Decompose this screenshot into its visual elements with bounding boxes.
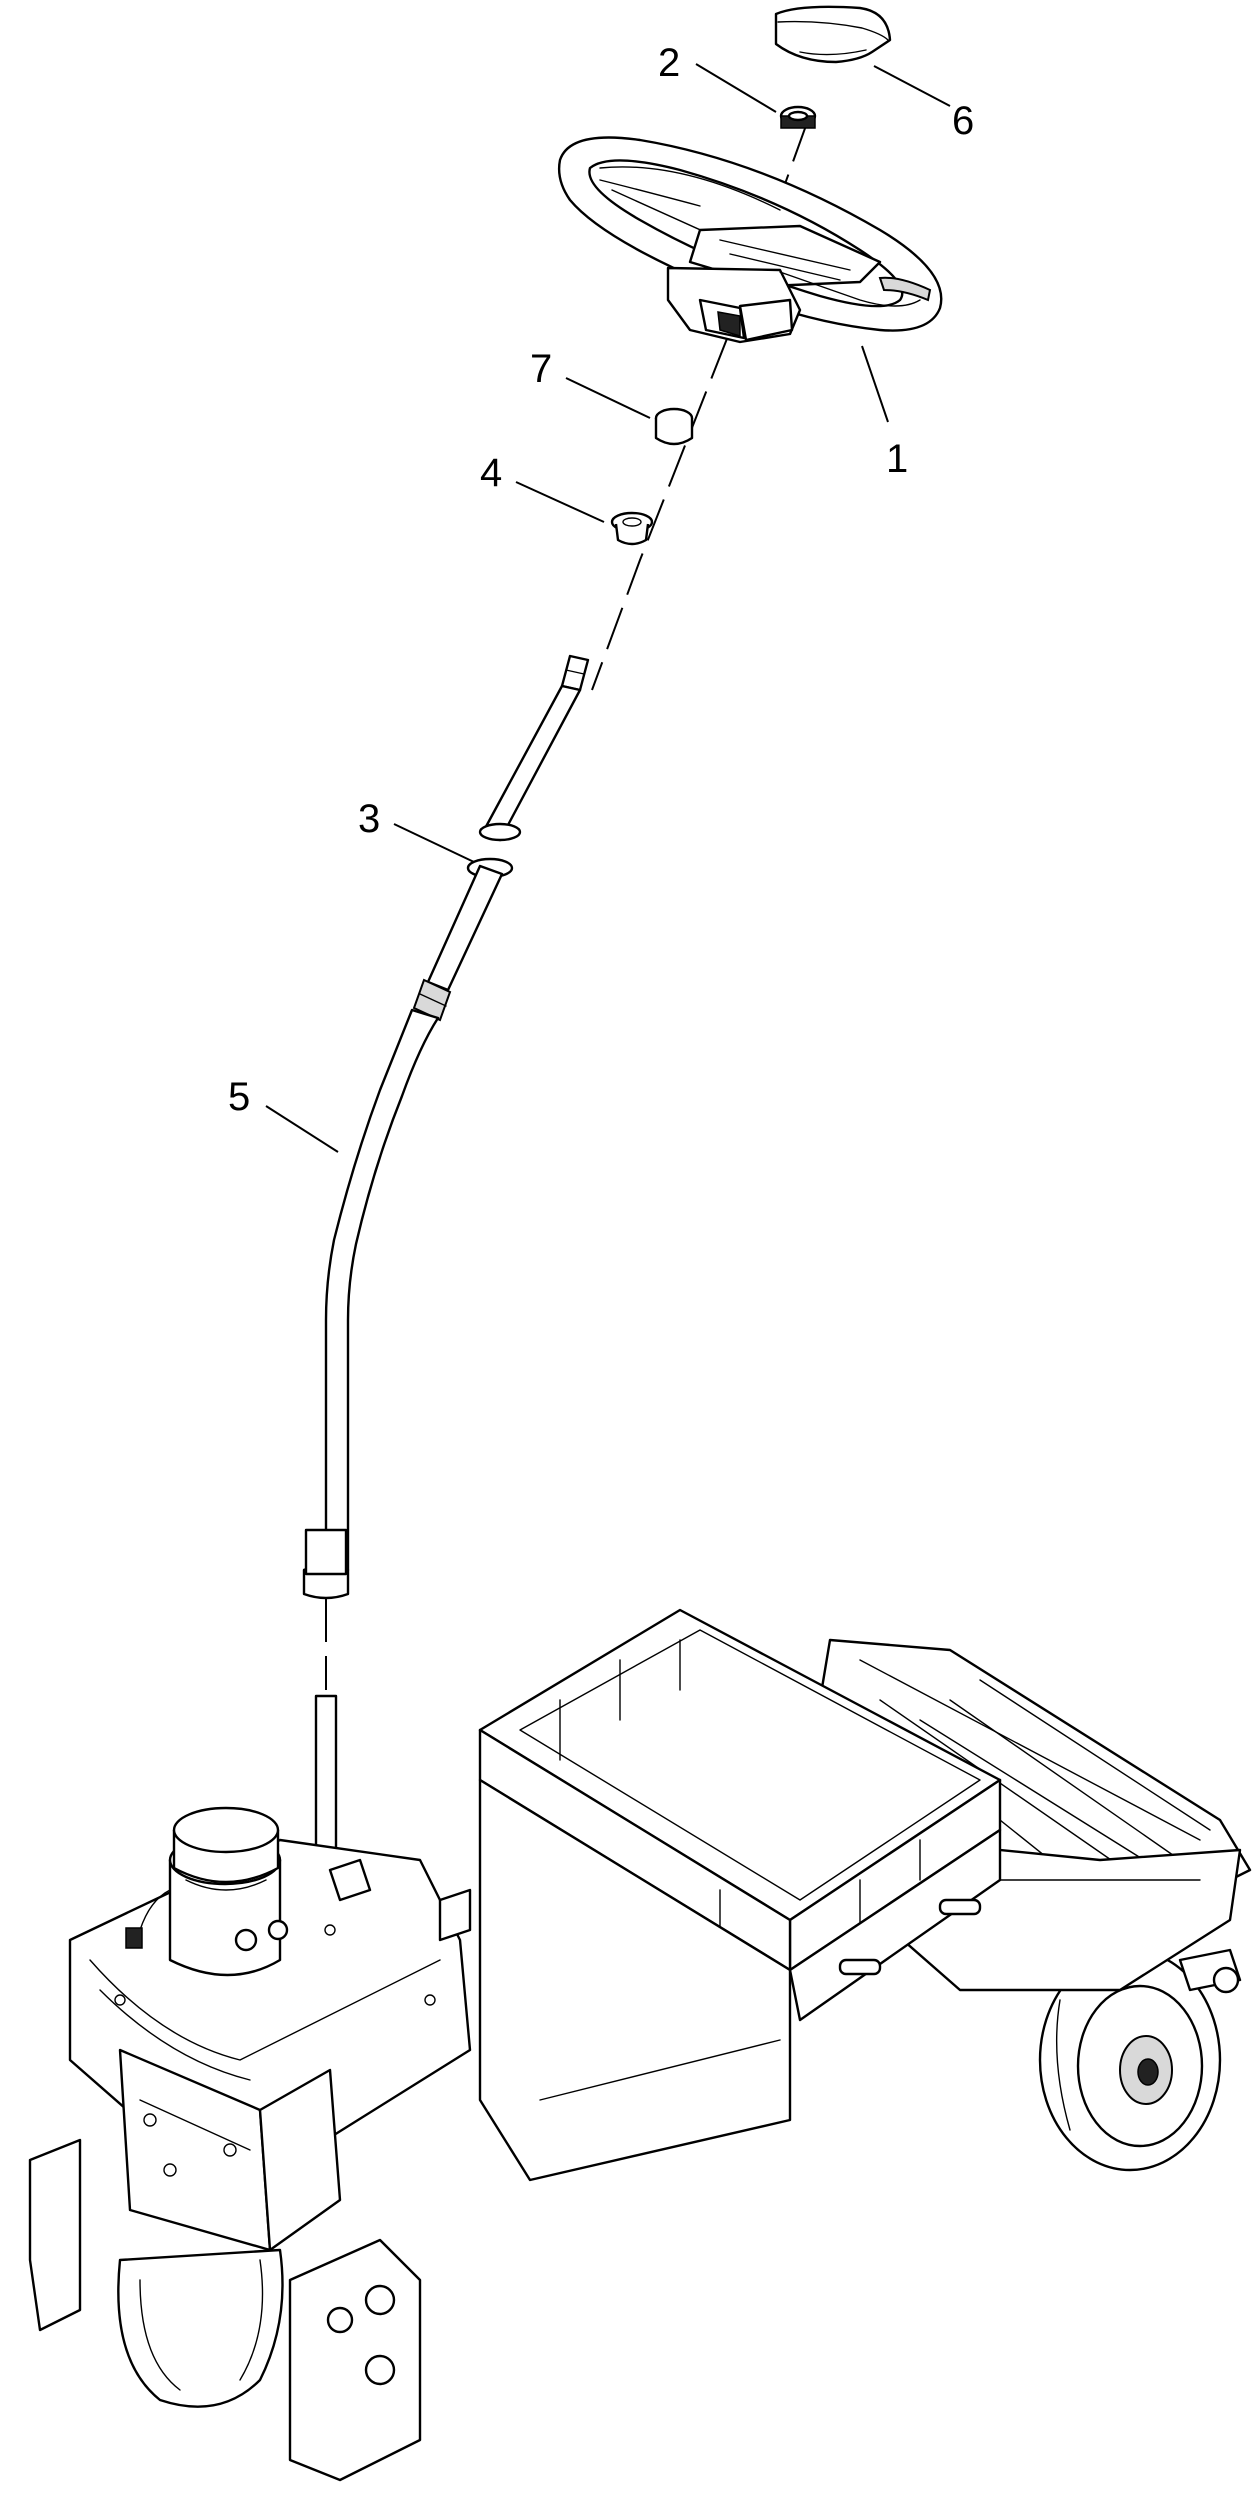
front-bumper: [288, 2238, 422, 2482]
base-chassis: [28, 1608, 1252, 2482]
leader-lines: [265, 63, 951, 1153]
leader-line-2: [695, 63, 777, 113]
callout-label-6: 6: [952, 99, 974, 143]
leader-line-5: [265, 1105, 339, 1153]
callout-label-3: 3: [358, 797, 380, 841]
callout-label-2: 2: [658, 41, 680, 85]
leader-line-7: [565, 377, 651, 419]
rear-wheel: [1038, 1948, 1222, 2172]
spacer-part: [654, 407, 694, 446]
callout-label-5: 5: [228, 1075, 250, 1119]
steering-column-part: [302, 654, 590, 1600]
callout-label-7: 7: [530, 347, 552, 391]
front-wheel: [117, 2248, 284, 2408]
nut-part: [779, 105, 817, 129]
steering-wheel-part: [557, 136, 943, 344]
leader-line-1: [861, 345, 889, 423]
leader-line-3: [393, 823, 475, 863]
bushing-part: [610, 511, 654, 546]
leader-line-4: [515, 481, 605, 523]
callout-label-1: 1: [886, 437, 908, 481]
callout-label-4: 4: [480, 451, 502, 495]
horn-cap-part: [774, 5, 892, 64]
drive-motor: [125, 1806, 289, 1977]
leader-line-6: [873, 65, 951, 107]
